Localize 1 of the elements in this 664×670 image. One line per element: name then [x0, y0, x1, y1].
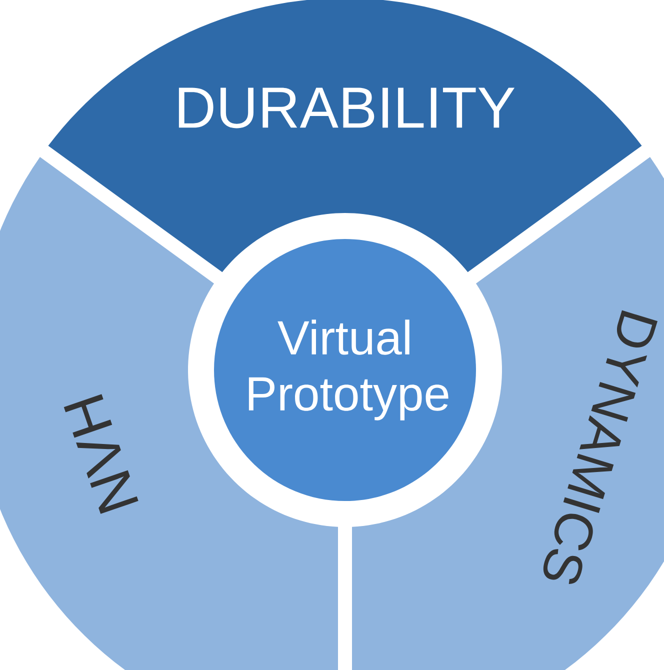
- ring-segment: DURABILITY: [48, 0, 642, 272]
